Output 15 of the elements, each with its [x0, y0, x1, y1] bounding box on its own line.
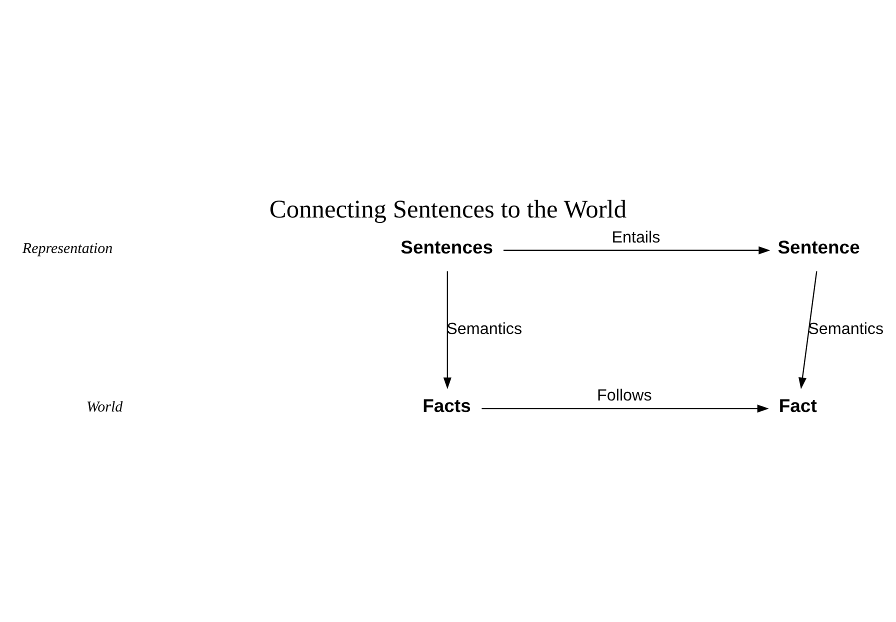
edge-label: Semantics — [446, 320, 522, 338]
edge-label: Follows — [597, 386, 652, 405]
arrow — [443, 271, 452, 390]
label: Representation — [22, 241, 113, 258]
arrow — [482, 404, 769, 413]
diagram-title: Connecting Sentences to the World — [269, 196, 627, 224]
node-text: Facts — [422, 394, 471, 416]
label: World — [86, 399, 123, 416]
edge-label: Semantics — [808, 320, 884, 338]
node-text: Fact — [778, 394, 817, 416]
arrow — [798, 271, 818, 390]
arrow — [504, 246, 770, 254]
node-text: Sentence — [778, 236, 860, 258]
edge-label: Entails — [612, 228, 660, 247]
node-text: Sentences — [400, 236, 494, 258]
